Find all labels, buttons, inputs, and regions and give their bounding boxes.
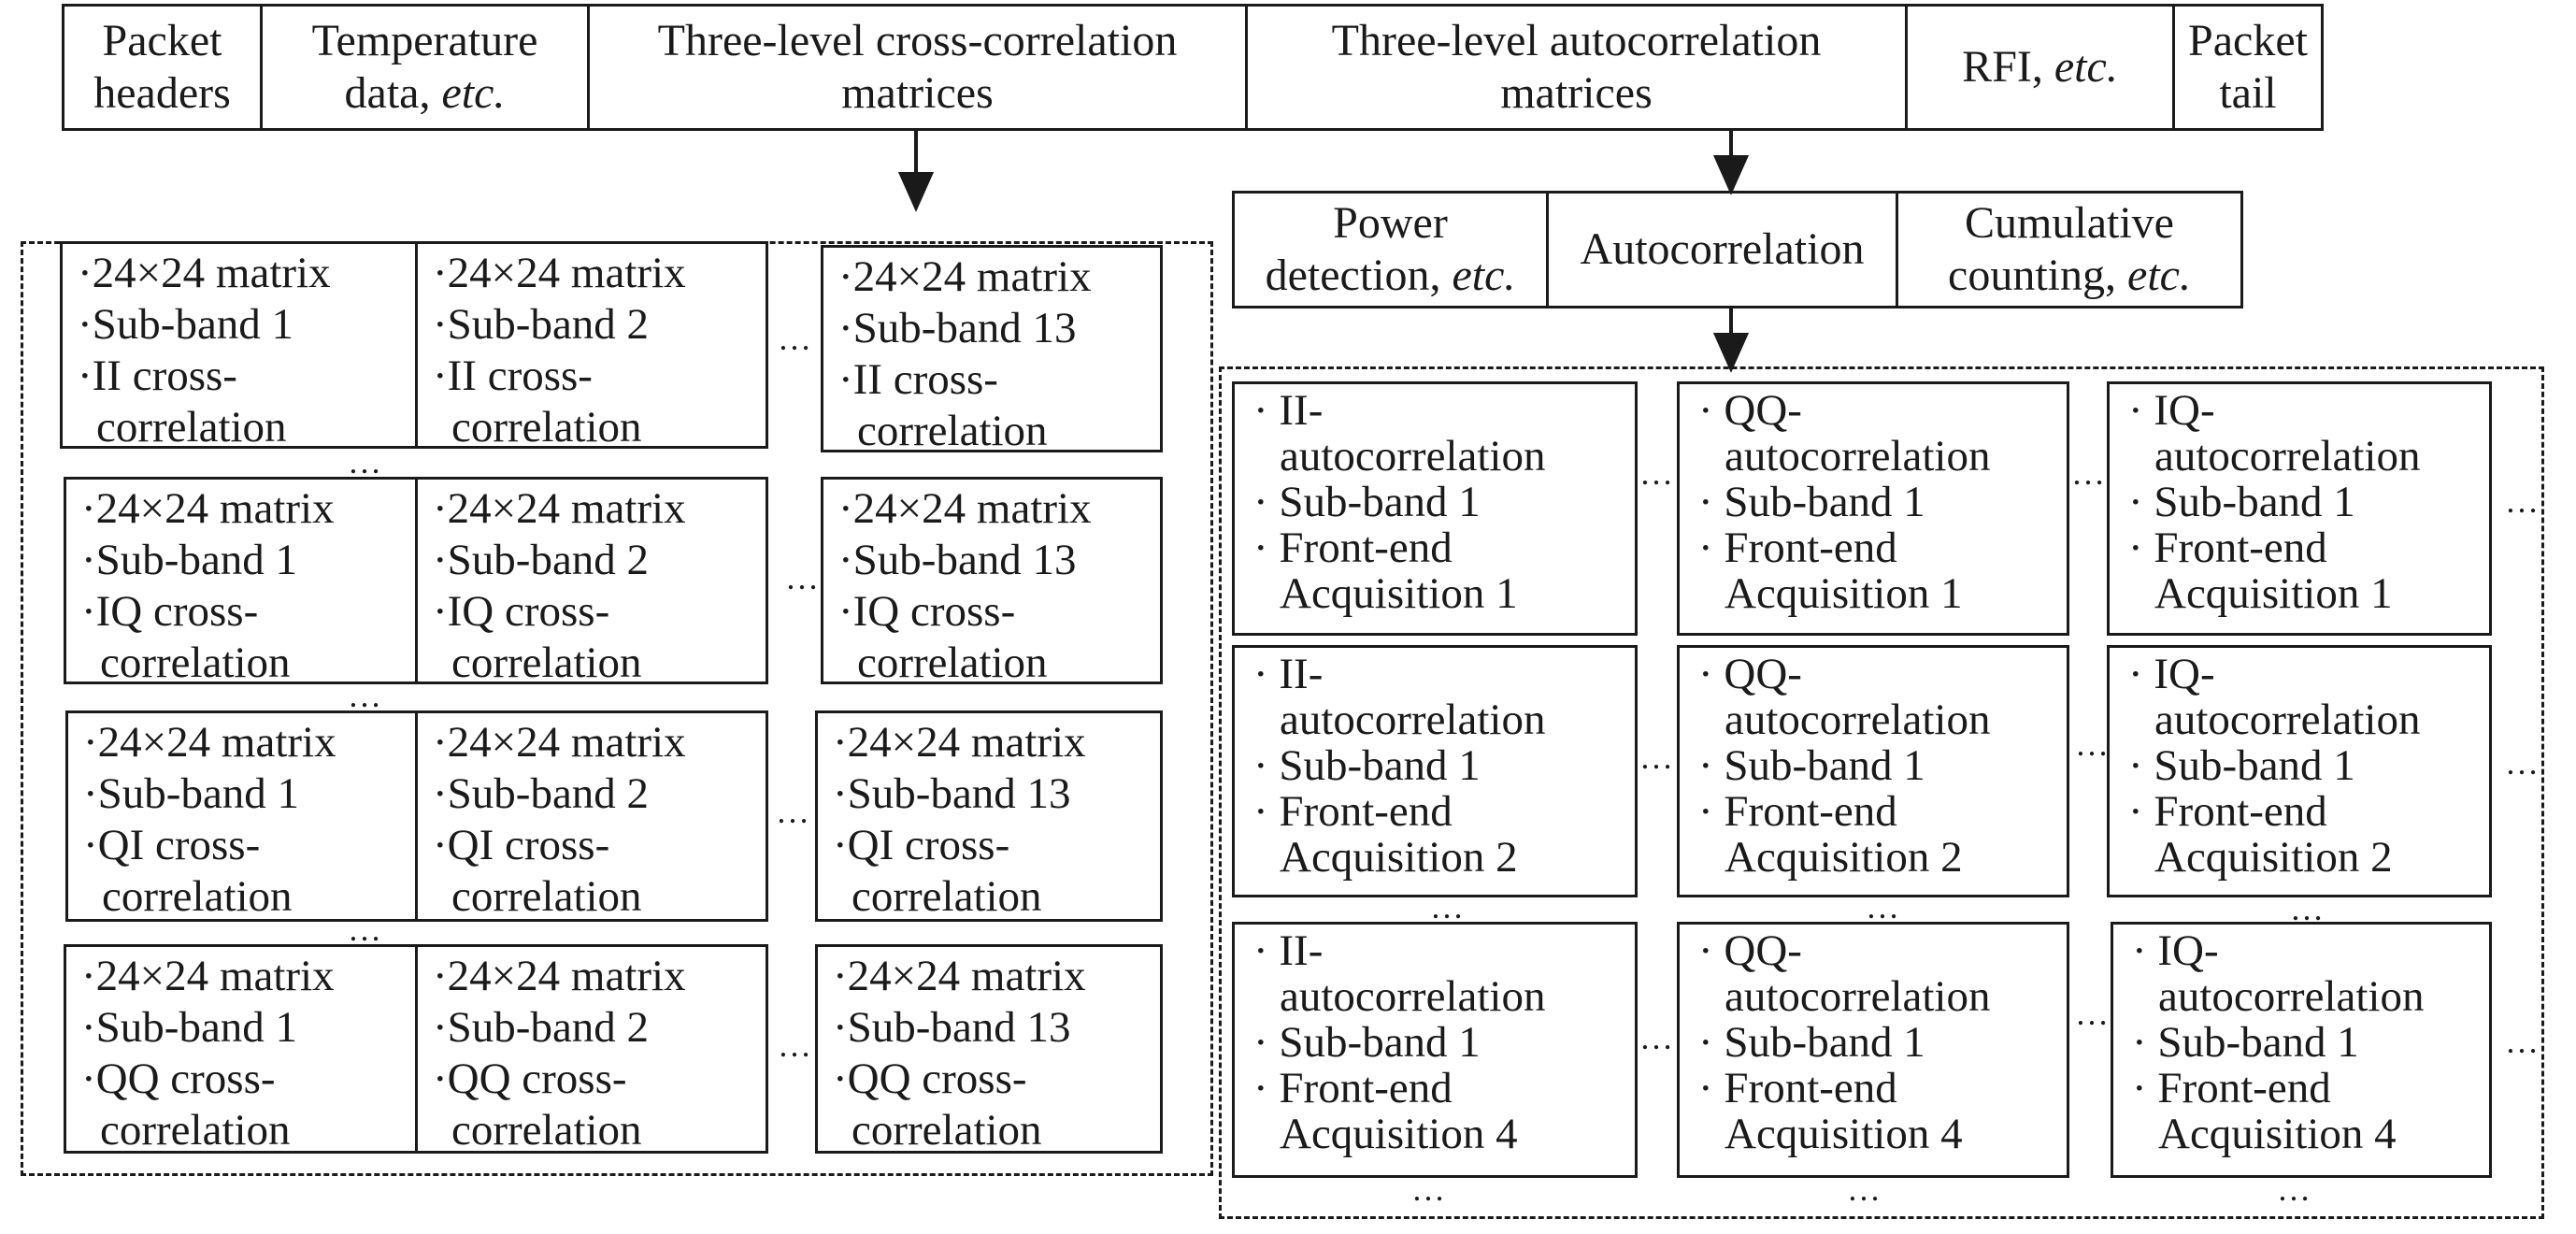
auto-matrix-iq-acq-4: · IQ-autocorrelation· Sub-band 1· Front-… xyxy=(2111,922,2492,1178)
autocorrelation-field: Autocorrelation xyxy=(1549,194,1898,306)
auto-matrix-qq-acq-4: · QQ-autocorrelation· Sub-band 1· Front-… xyxy=(1677,922,2069,1178)
cross-matrix-qi-subband-1: ·24×24 matrix·Sub-band 1·QI cross-correl… xyxy=(65,710,419,922)
rfi-field: RFI, etc. xyxy=(1908,7,2175,128)
ellipsis: … xyxy=(2277,1170,2311,1208)
ellipsis: … xyxy=(2071,454,2105,492)
cross-matrix-qq-subband-13: ·24×24 matrix·Sub-band 13·QQ cross-corre… xyxy=(815,944,1163,1154)
cross-matrix-ii-subband-13: ·24×24 matrix·Sub-band 13·II cross-corre… xyxy=(821,245,1163,452)
ellipsis: … xyxy=(785,559,819,596)
cross-matrix-iq-subband-2: ·24×24 matrix·Sub-band 2·IQ cross-correl… xyxy=(415,477,768,684)
cross-matrix-iq-subband-13: ·24×24 matrix·Sub-band 13·IQ cross-corre… xyxy=(821,477,1163,684)
auto-matrix-qq-acq-2: · QQ-autocorrelation· Sub-band 1· Front-… xyxy=(1677,645,2069,897)
auto-matrix-iq-acq-1: · IQ-autocorrelation· Sub-band 1· Front-… xyxy=(2107,381,2492,636)
cross-matrix-qq-subband-1: ·24×24 matrix·Sub-band 1·QQ cross-correl… xyxy=(64,944,419,1154)
ellipsis: … xyxy=(348,911,381,948)
auto-matrix-ii-acq-1: · II-autocorrelation· Sub-band 1· Front-… xyxy=(1232,381,1638,636)
ellipsis: … xyxy=(2505,1023,2539,1060)
cross-matrix-qi-subband-2: ·24×24 matrix·Sub-band 2·QI cross-correl… xyxy=(415,710,768,922)
auto-matrix-qq-acq-1: · QQ-autocorrelation· Sub-band 1· Front-… xyxy=(1677,381,2069,636)
ellipsis: … xyxy=(2505,482,2539,520)
auto-matrix-ii-acq-2: · II-autocorrelation· Sub-band 1· Front-… xyxy=(1232,645,1638,897)
arrow-head-auto-matrices xyxy=(1712,333,1750,373)
ellipsis: … xyxy=(1847,1170,1881,1208)
ellipsis: … xyxy=(776,793,809,830)
ellipsis: … xyxy=(2505,744,2539,782)
ellipsis: … xyxy=(1639,1019,1673,1056)
arrow-head-auto-header xyxy=(1712,155,1750,195)
ellipsis: … xyxy=(2075,725,2109,763)
auto-matrix-ii-acq-4: · II-autocorrelation· Sub-band 1· Front-… xyxy=(1232,922,1638,1178)
ellipsis: … xyxy=(1430,888,1464,926)
cross-matrix-iq-subband-1: ·24×24 matrix·Sub-band 1·IQ cross-correl… xyxy=(64,477,419,684)
arrow-head-cross xyxy=(897,172,935,212)
ellipsis: … xyxy=(1411,1170,1445,1208)
cross-matrix-ii-subband-2: ·24×24 matrix·Sub-band 2·II cross-correl… xyxy=(415,241,768,449)
ellipsis: … xyxy=(2290,890,2324,927)
auto-matrix-iq-acq-2: · IQ-autocorrelation· Sub-band 1· Front-… xyxy=(2107,645,2492,897)
cross-matrix-qi-subband-13: ·24×24 matrix·Sub-band 13·QI cross-corre… xyxy=(815,710,1163,922)
ellipsis: … xyxy=(2075,995,2109,1032)
ellipsis: … xyxy=(348,443,381,481)
ellipsis: … xyxy=(1639,739,1673,776)
ellipsis: … xyxy=(1639,454,1673,492)
ellipsis: … xyxy=(778,320,811,357)
cross-matrix-qq-subband-2: ·24×24 matrix·Sub-band 2·QQ cross-correl… xyxy=(415,944,768,1154)
autocorrelation-group xyxy=(1219,366,2544,1219)
ellipsis: … xyxy=(778,1026,811,1064)
ellipsis: … xyxy=(1866,888,1899,926)
cross-matrix-ii-subband-1: ·24×24 matrix·Sub-band 1·II cross-correl… xyxy=(60,241,419,449)
ellipsis: … xyxy=(348,677,381,714)
